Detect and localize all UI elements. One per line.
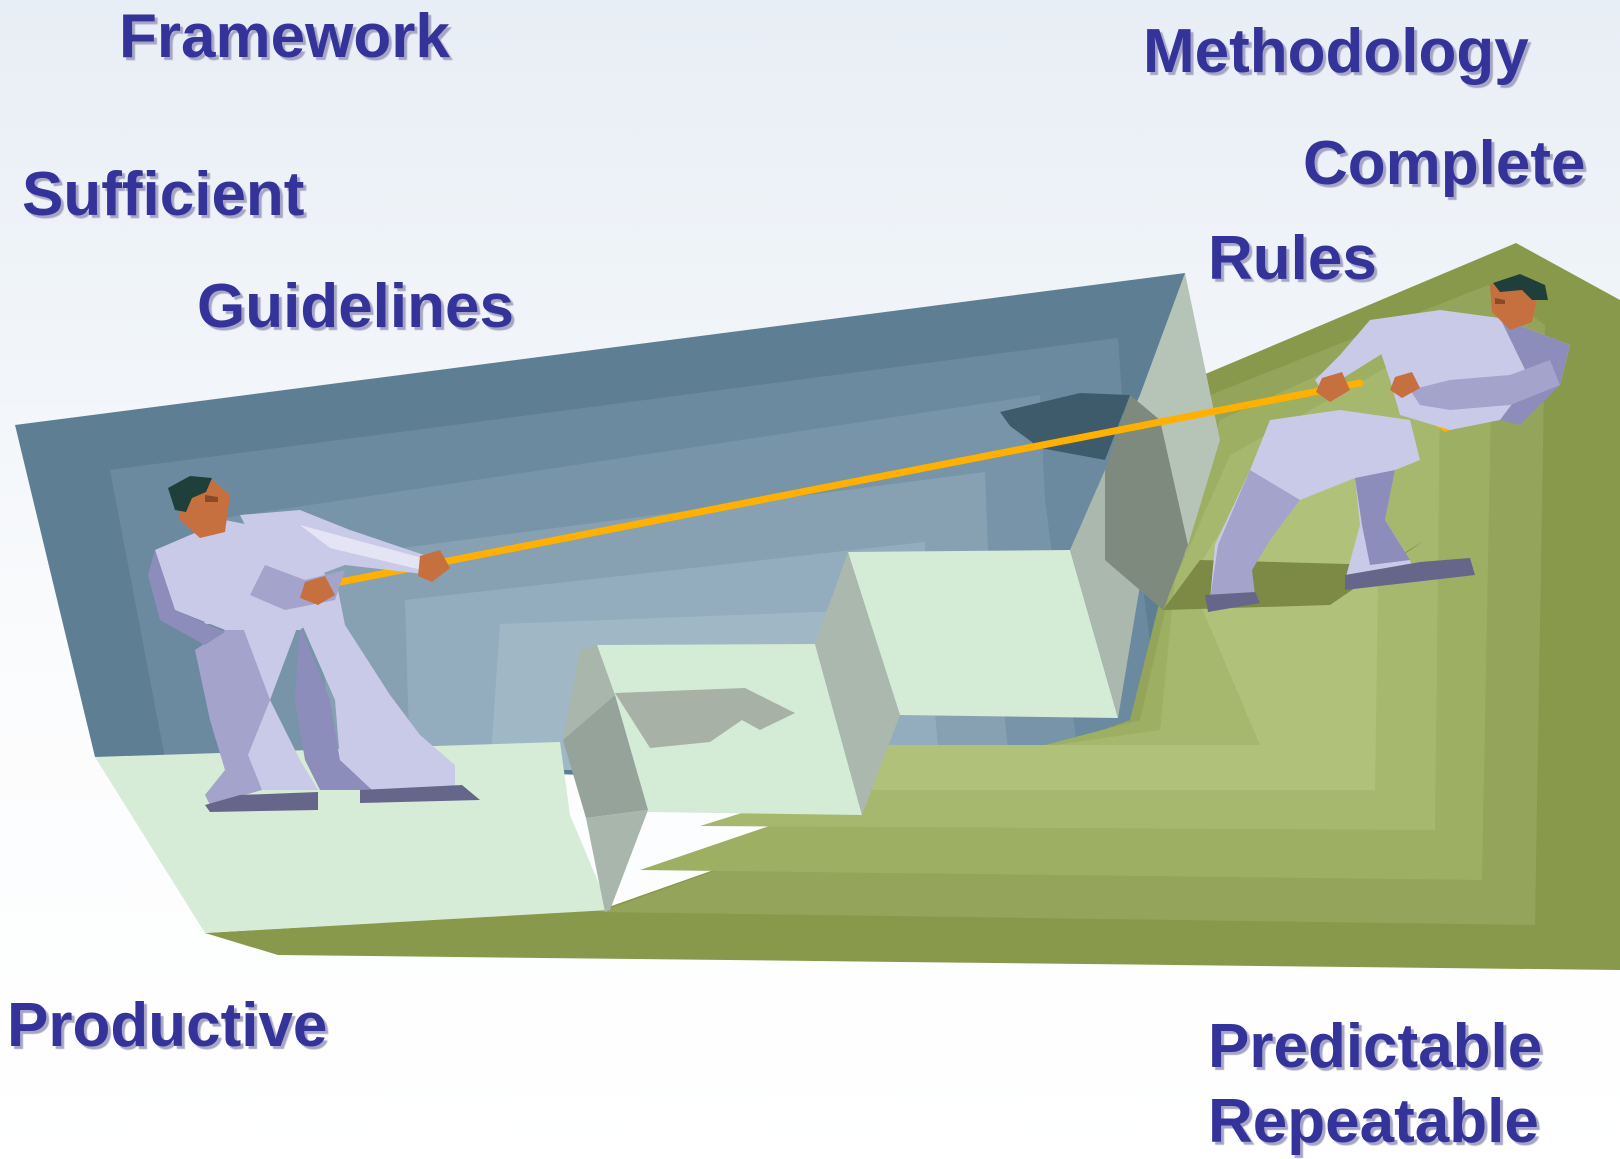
person-left-pulling xyxy=(148,476,480,812)
label-sufficient: Sufficient xyxy=(22,160,305,229)
label-complete: Complete xyxy=(1303,129,1586,198)
person-right-pulling xyxy=(1205,274,1570,612)
label-repeatable: Repeatable xyxy=(1208,1087,1539,1156)
label-guidelines: Guidelines xyxy=(197,272,514,341)
label-framework: Framework xyxy=(119,2,450,71)
label-predictable: Predictable xyxy=(1208,1012,1543,1081)
label-rules: Rules xyxy=(1208,224,1377,293)
label-productive: Productive xyxy=(7,991,328,1060)
label-methodology: Methodology xyxy=(1143,17,1529,86)
rope xyxy=(321,379,1364,589)
